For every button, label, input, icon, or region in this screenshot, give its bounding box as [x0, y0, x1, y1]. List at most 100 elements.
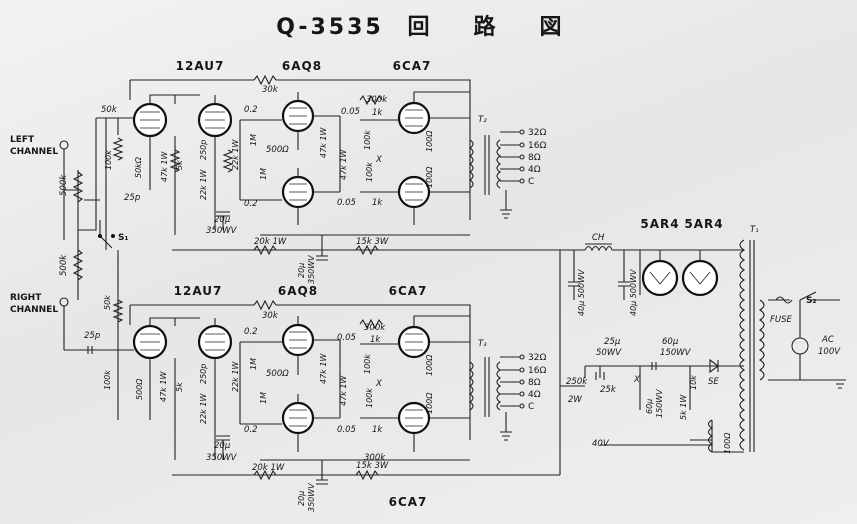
bottom-r5k: 5k [175, 382, 184, 392]
bottom-r100a: 100Ω [425, 354, 434, 376]
top-c20u: 20μ [214, 215, 231, 225]
bias-r10k: 10k [689, 375, 698, 390]
top-tap-16: 16Ω [528, 141, 546, 151]
top-feedback-value: 30k [262, 85, 279, 95]
top-c20u2v: 350WV [307, 255, 316, 284]
top-r100a: 100Ω [425, 130, 434, 152]
bottom-channel: 12AU7 6AQ8 6CA7 6CA7 30k 25p 50k 100k 50… [64, 284, 560, 512]
bias-cap-60b: 60μ [645, 399, 654, 414]
top-r22k: 22k 1W [231, 139, 240, 170]
power-transformer-t1: T₁ [750, 225, 759, 235]
top-tube-6ca7-label: 6CA7 [393, 59, 432, 73]
top-r100ka: 100k [363, 130, 372, 150]
rectifier-1-tube [641, 259, 679, 297]
bottom-x-point: X [375, 379, 382, 389]
switch-s1-label: S₁ [118, 233, 128, 243]
top-c20u2: 20μ [297, 263, 306, 278]
bottom-c20u2v: 350WV [307, 483, 316, 512]
top-transformer-t2: T₂ [478, 115, 487, 125]
bottom-c20uv: 350WV [206, 453, 238, 463]
bottom-r50k: 50k [103, 295, 112, 310]
top-r15k: 15k 3W [356, 237, 389, 247]
bottom-c25p: 25p [84, 331, 100, 341]
top-tube-12au7-label: 12AU7 [176, 59, 225, 73]
top-c005b: 0.05 [337, 198, 356, 208]
right-channel-label: RIGHT [10, 293, 42, 303]
bottom-tube-6aq8-label: 6AQ8 [278, 284, 318, 298]
title-char-1: 回 [407, 15, 432, 40]
right-channel-label-2: CHANNEL [10, 305, 58, 315]
switch-s2-label: S₂ [806, 296, 816, 306]
bottom-transformer-t3: T₃ [478, 339, 487, 349]
top-c250p: 250p [199, 140, 208, 160]
rectifier-2-label: 5AR4 [684, 217, 723, 231]
power-supply: 5AR4 5AR4 T₁ CH 40μ 500WV 40μ 500WV 100Ω… [559, 217, 841, 475]
bottom-r1m: 1M [249, 358, 258, 370]
pilot-lamp [791, 337, 809, 355]
bottom-r100b: 100Ω [425, 392, 434, 414]
top-r100b: 100Ω [425, 166, 434, 188]
top-c20uv: 350WV [206, 226, 238, 236]
top-r1m: 1M [249, 134, 258, 146]
bottom-tap-4: 4Ω [528, 390, 541, 400]
bottom-tap-32: 32Ω [528, 353, 546, 363]
bottom-c20u2: 20μ [297, 491, 306, 506]
bottom-r47kb: 47k 1W [319, 353, 328, 384]
bottom-tube-12au7-label: 12AU7 [174, 284, 223, 298]
bottom-r22k: 22k 1W [231, 361, 240, 392]
selenium-rectifier-label: SE [708, 377, 719, 387]
top-r300ka: 300k [366, 95, 388, 105]
pot-left [72, 171, 84, 203]
bottom-tap-c: C [528, 402, 534, 412]
bottom-r300ka: 300k [364, 323, 386, 333]
top-r1ka: 1k [372, 108, 383, 118]
top-tap-8: 8Ω [528, 153, 541, 163]
left-channel-label-2: CHANNEL [10, 147, 58, 157]
choke [584, 245, 613, 252]
filter-cap-40a: 40μ 500WV [577, 269, 586, 316]
left-input-jack [59, 140, 69, 150]
bottom-tap-16: 16Ω [528, 366, 546, 376]
bottom-tap-8: 8Ω [528, 378, 541, 388]
top-feedback-resistor [253, 74, 277, 86]
top-c02a: 0.2 [244, 105, 258, 115]
left-channel-label: LEFT [10, 135, 35, 145]
bottom-c250p: 250p [199, 364, 208, 384]
bias-cap-60a-voltage: 150WV [660, 348, 692, 358]
choke-label: CH [592, 233, 605, 243]
ac-label: AC [821, 335, 834, 345]
bottom-c20u: 20μ [214, 441, 231, 451]
bottom-r20k: 20k 1W [252, 463, 285, 473]
top-r1m2: 1M [259, 168, 268, 180]
right-input-jack [59, 297, 69, 307]
top-c005a: 0.05 [341, 107, 360, 117]
bias-x-point: X [633, 375, 640, 385]
bias-cap-25u: 25μ [604, 337, 621, 347]
top-r47kb: 47k 1W [319, 127, 328, 158]
pot-right-value: 500k [59, 254, 69, 276]
top-r22k2: 22k 1W [199, 169, 208, 200]
bias-40v-label: 40V [592, 439, 610, 449]
rectifier-1-label: 5AR4 [640, 217, 679, 231]
bottom-feedback-value: 30k [262, 311, 279, 321]
bottom-r47kc: 47k 1W [339, 375, 348, 406]
top-r50kv: 50kΩ [134, 156, 143, 178]
bottom-r100kb: 100k [365, 388, 374, 408]
bottom-r100k: 100k [103, 370, 112, 390]
bottom-r1m2: 1M [259, 392, 268, 404]
bottom-tube-6ca7-bottom-label: 6CA7 [389, 495, 428, 509]
bottom-r22k2: 22k 1W [199, 393, 208, 424]
bottom-r47k: 47k 1W [159, 371, 168, 402]
bias-r25k: 25k [600, 385, 617, 395]
bottom-r500b: 500Ω [266, 369, 289, 379]
top-tap-4: 4Ω [528, 165, 541, 175]
bottom-tube-6ca7-label: 6CA7 [389, 284, 428, 298]
bottom-r300kb: 300k [364, 453, 386, 463]
top-c02b: 0.2 [244, 199, 258, 209]
top-r47kc: 47k 1W [339, 149, 348, 180]
bias-cap-25u-voltage: 50WV [596, 348, 622, 358]
bottom-r500: 500Ω [135, 378, 144, 400]
bias-cap-60a: 60μ [662, 337, 679, 347]
